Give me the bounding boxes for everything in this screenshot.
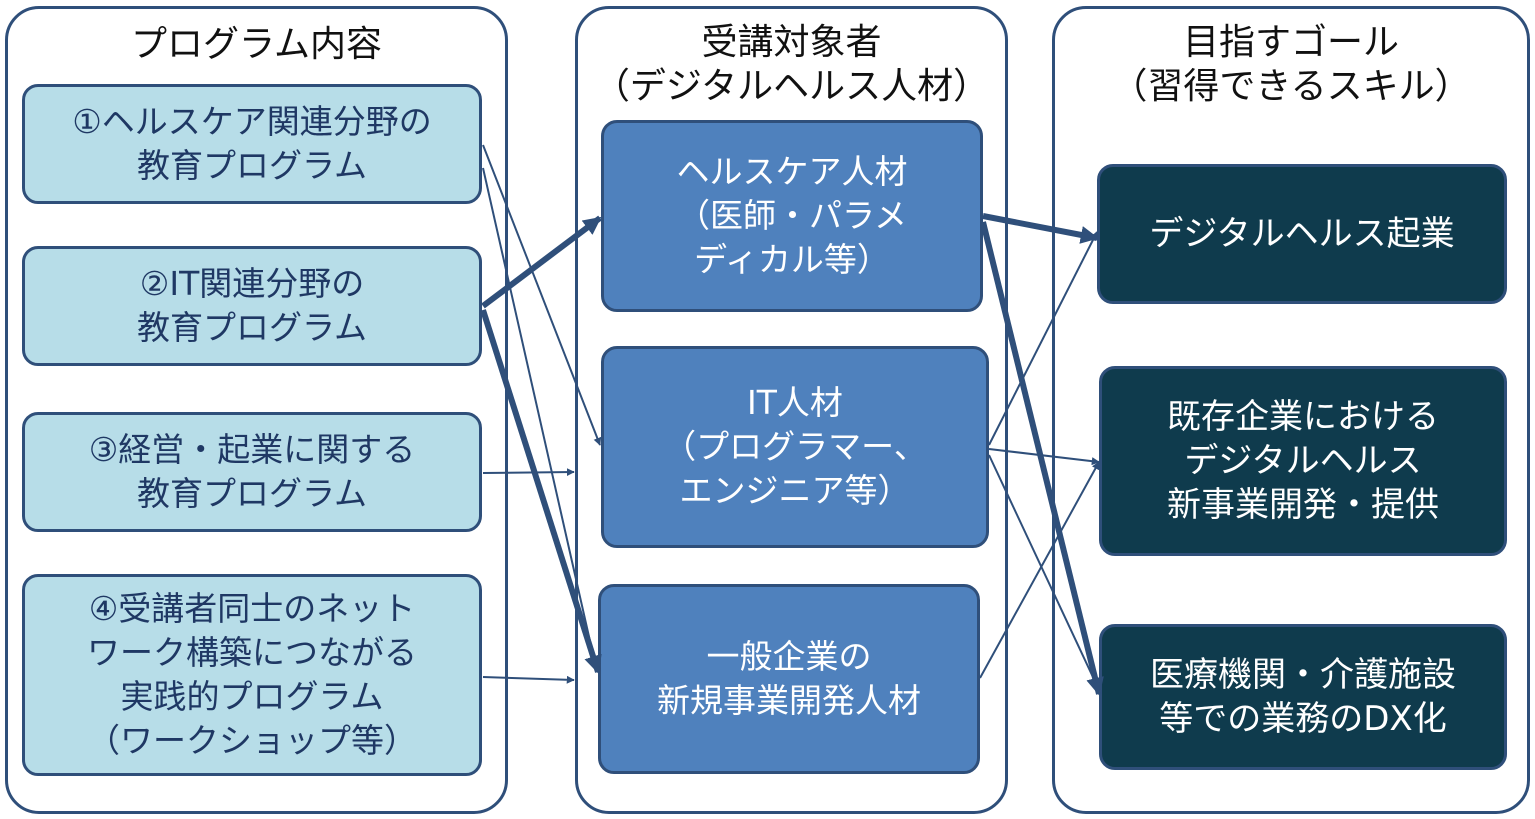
- program-box-it: ②IT関連分野の 教育プログラム: [22, 246, 482, 366]
- goal-box-dx: 医療機関・介護施設 等での業務のDX化: [1099, 624, 1507, 770]
- goal-box-startup: デジタルヘルス起業: [1097, 164, 1507, 304]
- target-box-it: IT人材 （プログラマー、 エンジニア等）: [601, 346, 989, 548]
- column-title-programs: プログラム内容: [131, 24, 382, 65]
- program-box-healthcare: ①ヘルスケア関連分野の 教育プログラム: [22, 84, 482, 204]
- program-box-network: ④受講者同士のネット ワーク構築につながる 実践的プログラム （ワークショップ等…: [22, 574, 482, 776]
- program-box-business: ③経営・起業に関する 教育プログラム: [22, 412, 482, 532]
- target-box-business: 一般企業の 新規事業開発人材: [598, 584, 980, 774]
- goal-box-new-business: 既存企業における デジタルヘルス 新事業開発・提供: [1099, 366, 1507, 556]
- column-title-goals: 目指すゴール （習得できるスキル）: [1111, 22, 1471, 107]
- column-title-targets: 受講対象者 （デジタルヘルス人材）: [593, 22, 990, 107]
- target-box-healthcare: ヘルスケア人材 （医師・パラメ ディカル等）: [601, 120, 983, 312]
